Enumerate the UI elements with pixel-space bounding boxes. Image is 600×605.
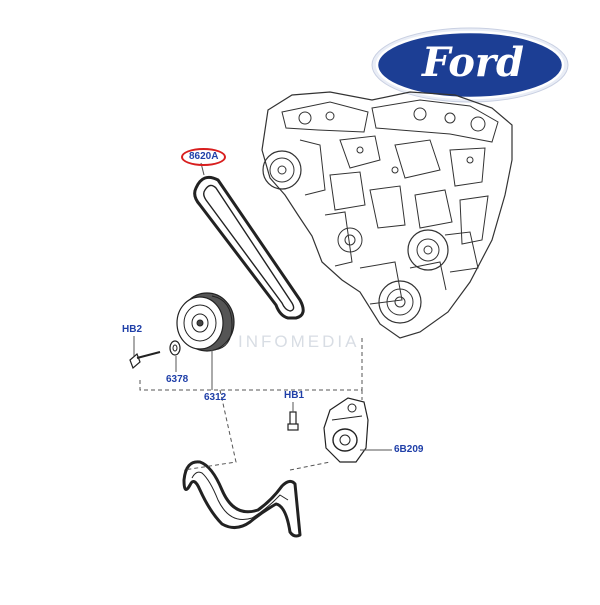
bolt-hb1-drawing xyxy=(287,411,299,431)
part-label-tensioner[interactable]: 6B209 xyxy=(394,444,424,455)
belt-8620a-drawing xyxy=(193,175,305,320)
ford-logo xyxy=(371,27,569,103)
crank-pulley-drawing xyxy=(176,292,235,352)
part-label-belt[interactable]: 8620A xyxy=(181,148,227,166)
part-label-bolt-hb1[interactable]: HB1 xyxy=(284,390,305,401)
lower-belt-drawing xyxy=(182,460,302,538)
washer-drawing xyxy=(169,340,181,356)
tensioner-drawing xyxy=(323,397,369,463)
assembly-lines xyxy=(139,338,363,471)
watermark: INFOMEDIA xyxy=(238,332,360,351)
bolt-hb2-drawing xyxy=(129,351,161,370)
part-label-pulley[interactable]: 6312 xyxy=(204,392,227,403)
part-label-washer[interactable]: 6378 xyxy=(166,374,189,385)
part-label-bolt-hb2[interactable]: HB2 xyxy=(122,324,143,335)
ford-logo-text: Ford xyxy=(422,39,524,86)
engine-block xyxy=(261,91,513,339)
